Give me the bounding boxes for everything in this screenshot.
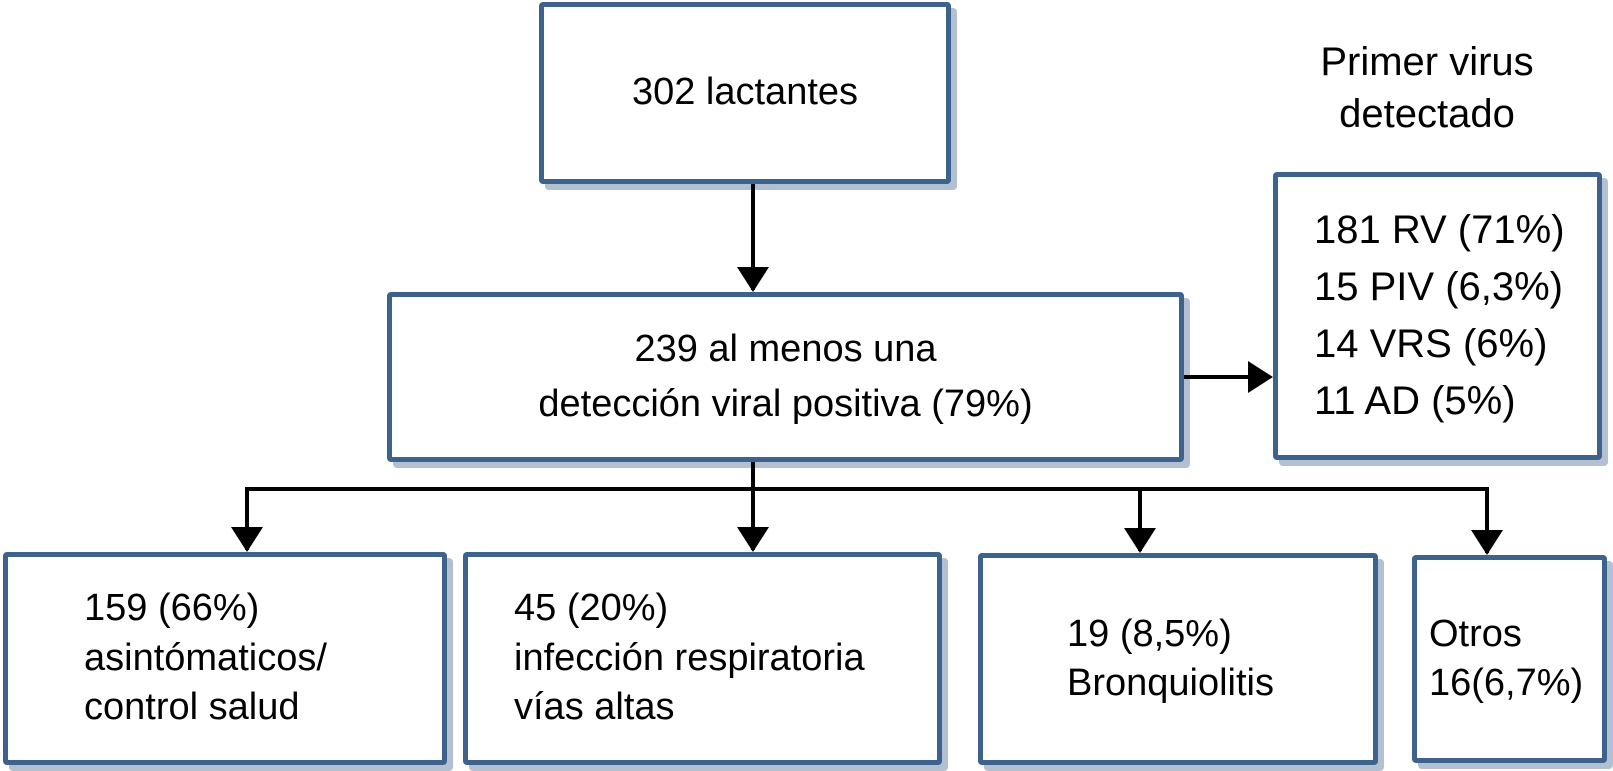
arrowhead-positive-to-firstvirus: [1248, 361, 1273, 393]
arrowhead-branch-2: [737, 527, 769, 552]
node-upper-respiratory: 45 (20%) infección respiratoria vías alt…: [463, 552, 942, 765]
node-bronchiolitis-count: 19 (8,5%): [1067, 612, 1232, 655]
node-upper-respiratory-line2: infección respiratoria: [514, 636, 865, 679]
connector-positive-stem: [751, 462, 755, 550]
arrowhead-branch-3: [1124, 528, 1156, 553]
node-upper-respiratory-count: 45 (20%): [514, 587, 669, 630]
connector-root-to-positive: [751, 184, 755, 290]
node-others-label: Otros: [1429, 612, 1522, 655]
arrowhead-branch-1: [231, 527, 263, 552]
connector-branch-rail: [245, 487, 1489, 491]
arrowhead-root-to-positive: [737, 267, 769, 292]
node-bronchiolitis: 19 (8,5%) Bronquiolitis: [978, 553, 1378, 765]
connector-branch-4: [1485, 487, 1489, 553]
node-positive-line2: detección viral positiva (79%): [538, 383, 1033, 425]
node-positive-line1: 239 al menos una: [634, 327, 937, 370]
connector-branch-1: [245, 487, 249, 550]
node-positive-detection: 239 al menos una detección viral positiv…: [387, 292, 1184, 462]
node-root: 302 lactantes: [539, 2, 951, 184]
node-first-virus-vrs: 14 VRS (6%): [1314, 322, 1548, 366]
label-primer-virus-line2: detectado: [1339, 92, 1515, 136]
label-primer-virus-detectado: Primer virus detectado: [1227, 36, 1613, 140]
connector-positive-to-firstvirus: [1184, 375, 1254, 379]
node-first-virus: 181 RV (71%) 15 PIV (6,3%) 14 VRS (6%) 1…: [1273, 172, 1602, 460]
connector-branch-3: [1138, 487, 1142, 551]
node-root-text: 302 lactantes: [631, 71, 859, 114]
node-asymptomatic-count: 159 (66%): [84, 587, 260, 630]
node-others-count: 16(6,7%): [1429, 662, 1584, 704]
node-bronchiolitis-label: Bronquiolitis: [1067, 662, 1274, 704]
node-first-virus-piv: 15 PIV (6,3%): [1314, 265, 1564, 310]
node-first-virus-rv: 181 RV (71%): [1314, 208, 1565, 253]
node-asymptomatic-line2: asintómaticos/: [84, 636, 327, 679]
node-asymptomatic-line3: control salud: [84, 686, 300, 729]
node-asymptomatic: 159 (66%) asintómaticos/ control salud: [3, 552, 447, 765]
arrowhead-branch-4: [1471, 530, 1503, 555]
node-first-virus-ad: 11 AD (5%): [1314, 378, 1516, 423]
node-others: Otros 16(6,7%): [1412, 555, 1607, 763]
label-primer-virus-line1: Primer virus: [1320, 40, 1534, 84]
node-upper-respiratory-line3: vías altas: [514, 686, 675, 729]
